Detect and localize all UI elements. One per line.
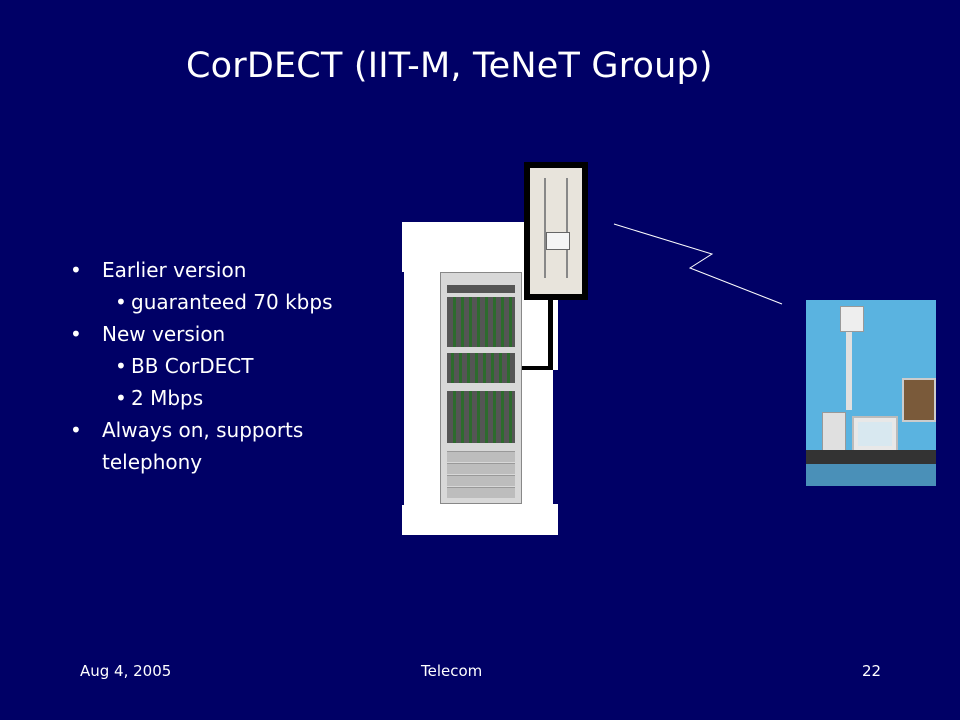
bullet-text: telephony: [102, 450, 203, 474]
footer-date: Aug 4, 2005: [80, 662, 172, 680]
rack-photo-edge: [398, 272, 404, 505]
bullet-text: BB CorDECT: [131, 354, 254, 378]
page-number: 22: [862, 662, 882, 680]
bullet-dot: •: [70, 322, 82, 346]
antenna-cable: [520, 366, 553, 370]
equipment-rack-photo: [440, 272, 522, 504]
bullet-dot: •: [115, 354, 127, 378]
slide-title: CorDECT (IIT-M, TeNeT Group): [186, 46, 713, 86]
bullet-dot: •: [115, 386, 127, 410]
bullet-dot: •: [115, 290, 127, 314]
user-site-photo: [806, 300, 936, 486]
bullet-text: Always on, supports: [102, 418, 304, 442]
wireless-link-icon: [613, 223, 783, 305]
bullet-continuation: telephony: [102, 450, 202, 474]
footer-title: Telecom: [421, 662, 483, 680]
rack-photo-edge: [553, 370, 559, 504]
antenna-photo: [524, 162, 588, 300]
bullet-text: New version: [102, 322, 226, 346]
bullet-text: Earlier version: [102, 258, 247, 282]
bullet-dot: •: [70, 418, 82, 442]
bullet-text: 2 Mbps: [131, 386, 204, 410]
bullet-text: guaranteed 70 kbps: [131, 290, 333, 314]
bullet-dot: •: [70, 258, 82, 282]
antenna-cable: [548, 290, 553, 370]
